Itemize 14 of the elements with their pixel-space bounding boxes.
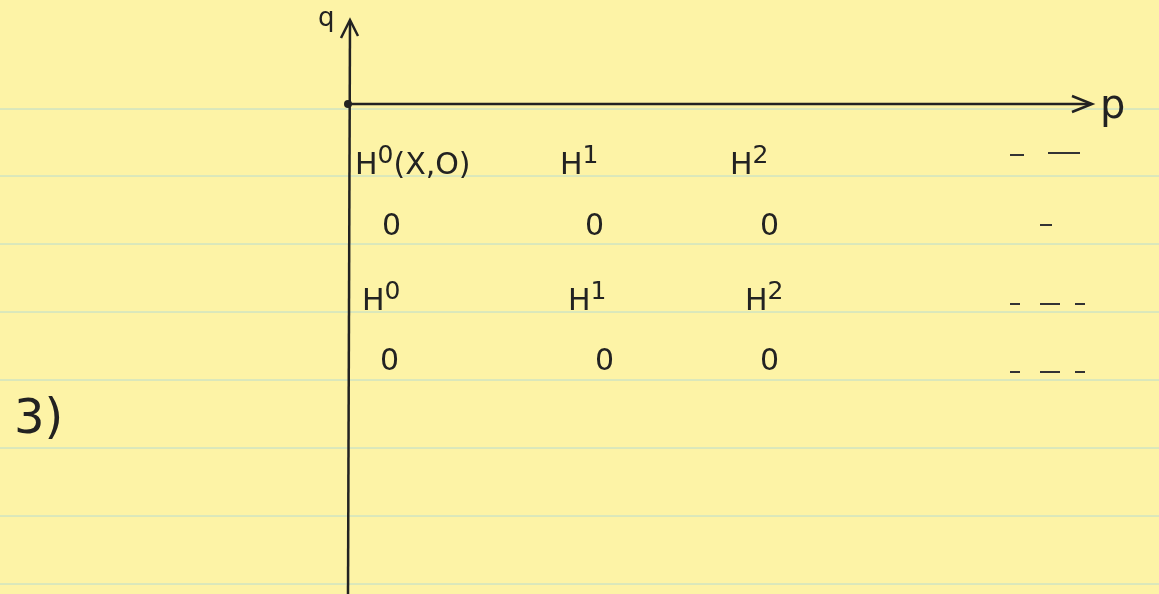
table-entry: 0 [380, 345, 400, 375]
cohomology-term: H$^{2}$ [730, 142, 769, 179]
table-entry: 0 [760, 210, 780, 240]
table-entry: 0 [760, 345, 780, 375]
table-entry: 0 [382, 210, 402, 240]
axis-label: q [318, 4, 335, 30]
cohomology-term: H$^{2}$ [745, 278, 784, 315]
cohomology-term: H$^{0}$ [362, 278, 401, 315]
item-number: 3) [14, 392, 64, 440]
table-entry: 0 [595, 345, 615, 375]
cohomology-term: H$^{0}$(X,O) [355, 142, 471, 179]
cohomology-term: H$^{1}$ [568, 278, 607, 315]
cohomology-term: H$^{1}$ [560, 142, 599, 179]
table-entry: 0 [585, 210, 605, 240]
